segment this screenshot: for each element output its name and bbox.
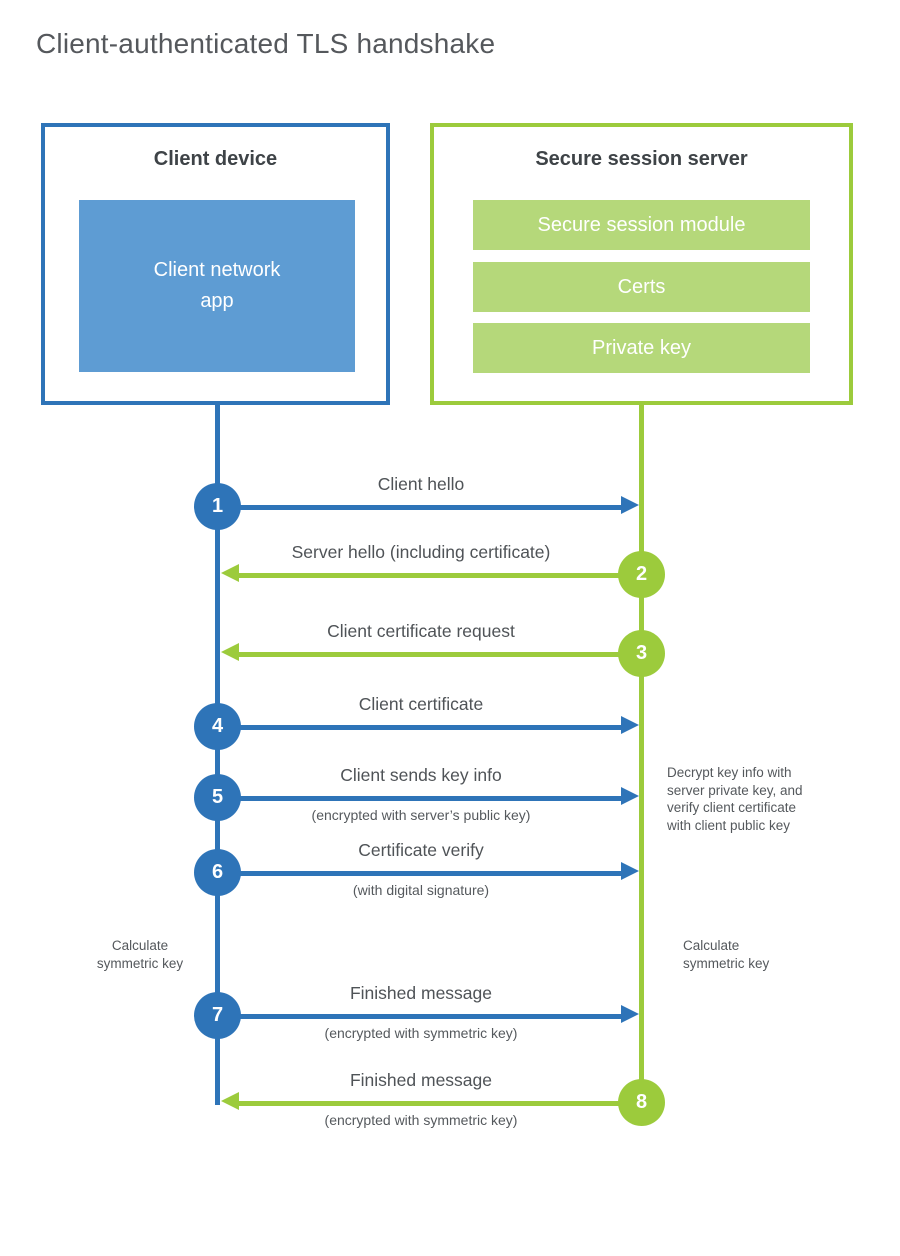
client-device-title: Client device <box>153 148 278 170</box>
client-network-app-box: Client network app <box>79 200 355 372</box>
message-sublabel: (encrypted with symmetric key) <box>324 1112 518 1128</box>
arrow-line <box>217 796 621 801</box>
note-decrypt-key-info: Decrypt key info with server private key… <box>667 765 803 833</box>
arrowhead-right-icon <box>621 496 639 514</box>
step-badge: 2 <box>618 551 665 598</box>
message-sublabel: (encrypted with server’s public key) <box>311 807 531 823</box>
client-lifeline <box>215 405 220 1105</box>
message-label: Client hello <box>377 474 465 494</box>
page-title: Client-authenticated TLS handshake <box>36 28 496 59</box>
message-label: Client certificate <box>358 694 484 714</box>
arrowhead-right-icon <box>621 1005 639 1023</box>
step-badge: 1 <box>194 483 241 530</box>
arrowhead-left-icon <box>221 564 239 582</box>
server-title: Secure session server <box>535 148 748 170</box>
arrowhead-left-icon <box>221 643 239 661</box>
arrow-line <box>217 505 621 510</box>
step-badge: 8 <box>618 1079 665 1126</box>
message-sublabel: (encrypted with symmetric key) <box>324 1025 518 1041</box>
arrow-line <box>239 573 641 578</box>
server-module-private-key: Private key <box>473 323 810 373</box>
server-box: Secure session server Secure session mod… <box>430 123 853 405</box>
arrowhead-right-icon <box>621 862 639 880</box>
message-label: Client sends key info <box>340 765 502 785</box>
step-badge: 4 <box>194 703 241 750</box>
step-badge: 7 <box>194 992 241 1039</box>
message-sublabel: (with digital signature) <box>352 882 490 898</box>
message-label: Certificate verify <box>358 840 484 860</box>
message-label: Client certificate request <box>327 621 515 641</box>
arrow-line <box>217 1014 621 1019</box>
step-badge: 5 <box>194 774 241 821</box>
note-calculate-symmetric-key-server: Calculate symmetric key <box>683 938 770 971</box>
note-calculate-symmetric-key-client: Calculate symmetric key <box>96 938 184 971</box>
message-label: Finished message <box>349 983 493 1003</box>
message-label: Server hello (including certificate) <box>291 542 551 562</box>
server-lifeline <box>639 405 644 1105</box>
arrowhead-right-icon <box>621 787 639 805</box>
server-module-certs: Certs <box>473 262 810 312</box>
step-badge: 6 <box>194 849 241 896</box>
step-badge: 3 <box>618 630 665 677</box>
arrow-line <box>239 652 641 657</box>
client-device-box: Client device Client network app <box>41 123 390 405</box>
arrowhead-right-icon <box>621 716 639 734</box>
message-label: Finished message <box>349 1070 493 1090</box>
arrowhead-left-icon <box>221 1092 239 1110</box>
arrow-line <box>217 725 621 730</box>
server-module-secure-session: Secure session module <box>473 200 810 250</box>
arrow-line <box>239 1101 641 1106</box>
arrow-line <box>217 871 621 876</box>
